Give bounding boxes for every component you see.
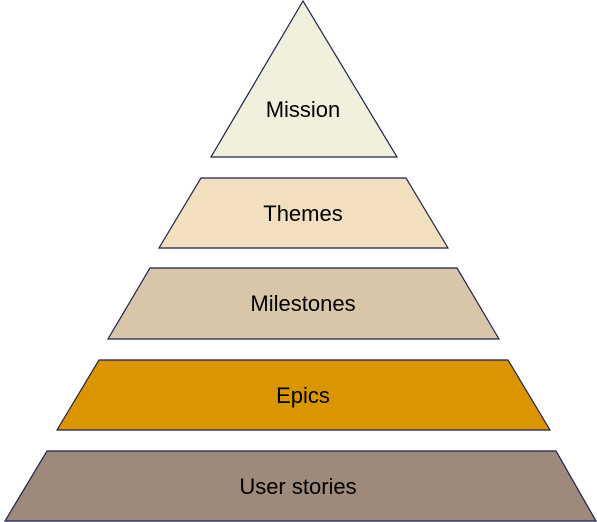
level-mission-shape bbox=[209, 0, 399, 158]
level-themes-label: Themes bbox=[263, 201, 342, 226]
level-epics-shape bbox=[55, 359, 552, 431]
level-user-stories-label: User stories bbox=[239, 474, 356, 499]
level-epics-label: Epics bbox=[276, 383, 330, 408]
level-milestones-shape bbox=[106, 267, 501, 340]
level-user-stories-shape bbox=[3, 450, 597, 522]
level-mission-label: Mission bbox=[266, 97, 341, 122]
level-themes-shape bbox=[157, 177, 450, 249]
level-milestones-label: Milestones bbox=[250, 291, 355, 316]
